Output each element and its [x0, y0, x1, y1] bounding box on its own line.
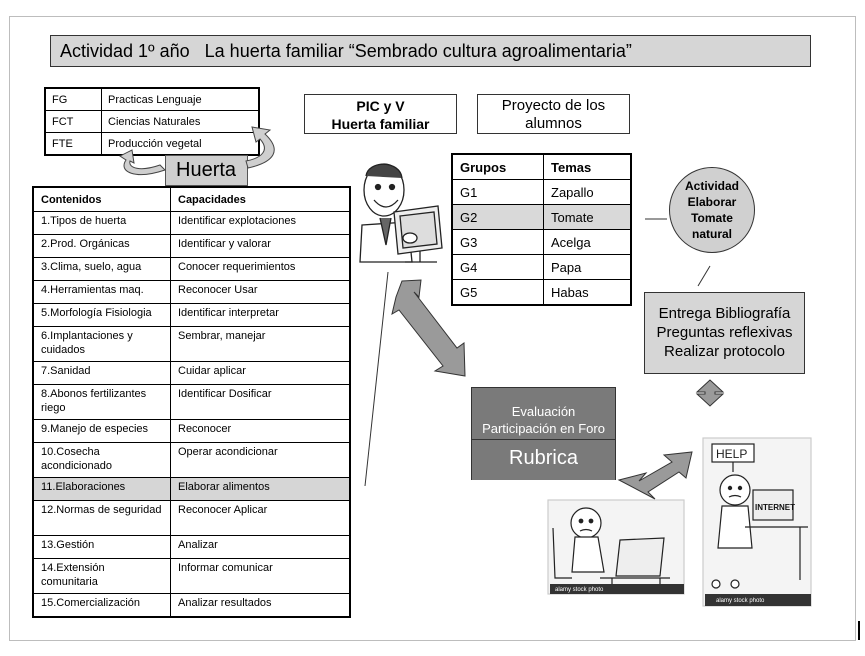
proyecto-box: Proyecto de los alumnos [477, 94, 630, 134]
evaluacion-box: Evaluación Participación en Foro Rubrica [471, 387, 616, 480]
proyecto-line1: Proyecto de los [501, 97, 606, 114]
contenido-cell: 8.Abonos fertilizantes riego [32, 384, 171, 420]
contenido-cell: 5.Morfología Fisiologia [32, 303, 171, 327]
double-arrow [617, 451, 693, 500]
slide-frame [9, 16, 856, 641]
proyecto-line2: alumnos [525, 115, 582, 132]
contenido-cell: 7.Sanidad [32, 361, 171, 385]
entrega-line: Entrega Bibliografía [658, 305, 791, 322]
formacion-label: Practicas Lenguaje [101, 87, 260, 111]
vertical-double-arrow [695, 379, 725, 407]
grupo-cell: G2 [451, 204, 544, 230]
pic-line1: PIC y V [356, 98, 405, 114]
contenidos-table: Contenidos Capacidades 1.Tipos de huerta… [32, 186, 351, 618]
capacidad-cell: Identificar Dosificar [170, 384, 351, 420]
capacidad-cell: Analizar resultados [170, 593, 351, 617]
capacidades-header: Capacidades [170, 186, 351, 212]
actividad-line: Tomate [691, 211, 733, 225]
capacidad-cell: Cuidar aplicar [170, 361, 351, 385]
formacion-code: FCT [44, 110, 102, 133]
grupos-header-row: Grupos Temas [451, 153, 632, 180]
double-arrow [391, 279, 466, 377]
grupo-cell: G1 [451, 179, 544, 205]
internet-screen-text: INTERNET [755, 503, 795, 512]
connector-line [697, 265, 711, 287]
huerta-label: Huerta [165, 155, 248, 186]
pic-line2: Huerta familiar [331, 116, 430, 132]
grupos-header: Grupos [451, 153, 544, 180]
capacidad-cell: Analizar [170, 535, 351, 559]
capacidad-cell: Reconocer Aplicar [170, 500, 351, 536]
help-sign-text: HELP [716, 447, 747, 461]
entrega-line: Preguntas reflexivas [656, 324, 793, 341]
watermark-text: alamy stock photo [555, 587, 604, 593]
formacion-label: Producción vegetal [101, 132, 260, 156]
curved-arrow-right [245, 126, 275, 169]
evaluacion-header: Evaluación Participación en Foro [472, 388, 615, 440]
capacidad-cell: Conocer requerimientos [170, 257, 351, 281]
contenido-cell: 14.Extensión comunitaria [32, 558, 171, 594]
grupo-cell: G4 [451, 254, 544, 280]
tema-cell: Papa [543, 254, 632, 280]
formacion-label: Ciencias Naturales [101, 110, 260, 133]
pic-box: PIC y V Huerta familiar [304, 94, 457, 134]
contenido-cell: 11.Elaboraciones [32, 477, 171, 501]
watermark-text: alamy stock photo [716, 598, 765, 604]
capacidad-cell: Identificar explotaciones [170, 211, 351, 235]
actividad-circle: Actividad Elaborar Tomate natural [669, 167, 755, 253]
actividad-line: natural [691, 227, 732, 241]
teacher-illustration [359, 163, 443, 263]
contenido-cell: 2.Prod. Orgánicas [32, 234, 171, 258]
capacidad-cell: Sembrar, manejar [170, 326, 351, 362]
contenido-cell: 1.Tipos de huerta [32, 211, 171, 235]
grupo-cell: G5 [451, 279, 544, 306]
capacidad-cell: Identificar interpretar [170, 303, 351, 327]
help-student-illustration: HELP INTERNET alamy stock photo [702, 437, 812, 607]
curved-arrow-left [119, 149, 166, 176]
entrega-box: Entrega Bibliografía Preguntas reflexiva… [644, 292, 805, 374]
contenido-cell: 15.Comercialización [32, 593, 171, 617]
contenidos-header-row: Contenidos Capacidades [32, 186, 351, 212]
actividad-line: Actividad [684, 179, 739, 193]
student-laptop-illustration: alamy stock photo [547, 499, 685, 595]
rubrica-label: Rubrica [472, 440, 615, 480]
capacidad-cell: Elaborar alimentos [170, 477, 351, 501]
evaluacion-line1: Evaluación [511, 404, 576, 419]
tema-cell: Zapallo [543, 179, 632, 205]
tema-cell: Habas [543, 279, 632, 306]
entrega-line: Realizar protocolo [664, 343, 785, 360]
table-row: 4.Herramientas maq.Reconocer Usar [32, 280, 351, 304]
slide-title: Actividad 1º año La huerta familiar “Sem… [50, 35, 811, 67]
actividad-line: Elaborar [687, 195, 737, 209]
capacidad-cell: Reconocer [170, 419, 351, 443]
capacidad-cell: Operar acondicionar [170, 442, 351, 478]
contenido-cell: 10.Cosecha acondicionado [32, 442, 171, 478]
evaluacion-line2: Participación en Foro [482, 421, 605, 436]
connector-line [364, 271, 389, 487]
contenido-cell: 4.Herramientas maq. [32, 280, 171, 304]
